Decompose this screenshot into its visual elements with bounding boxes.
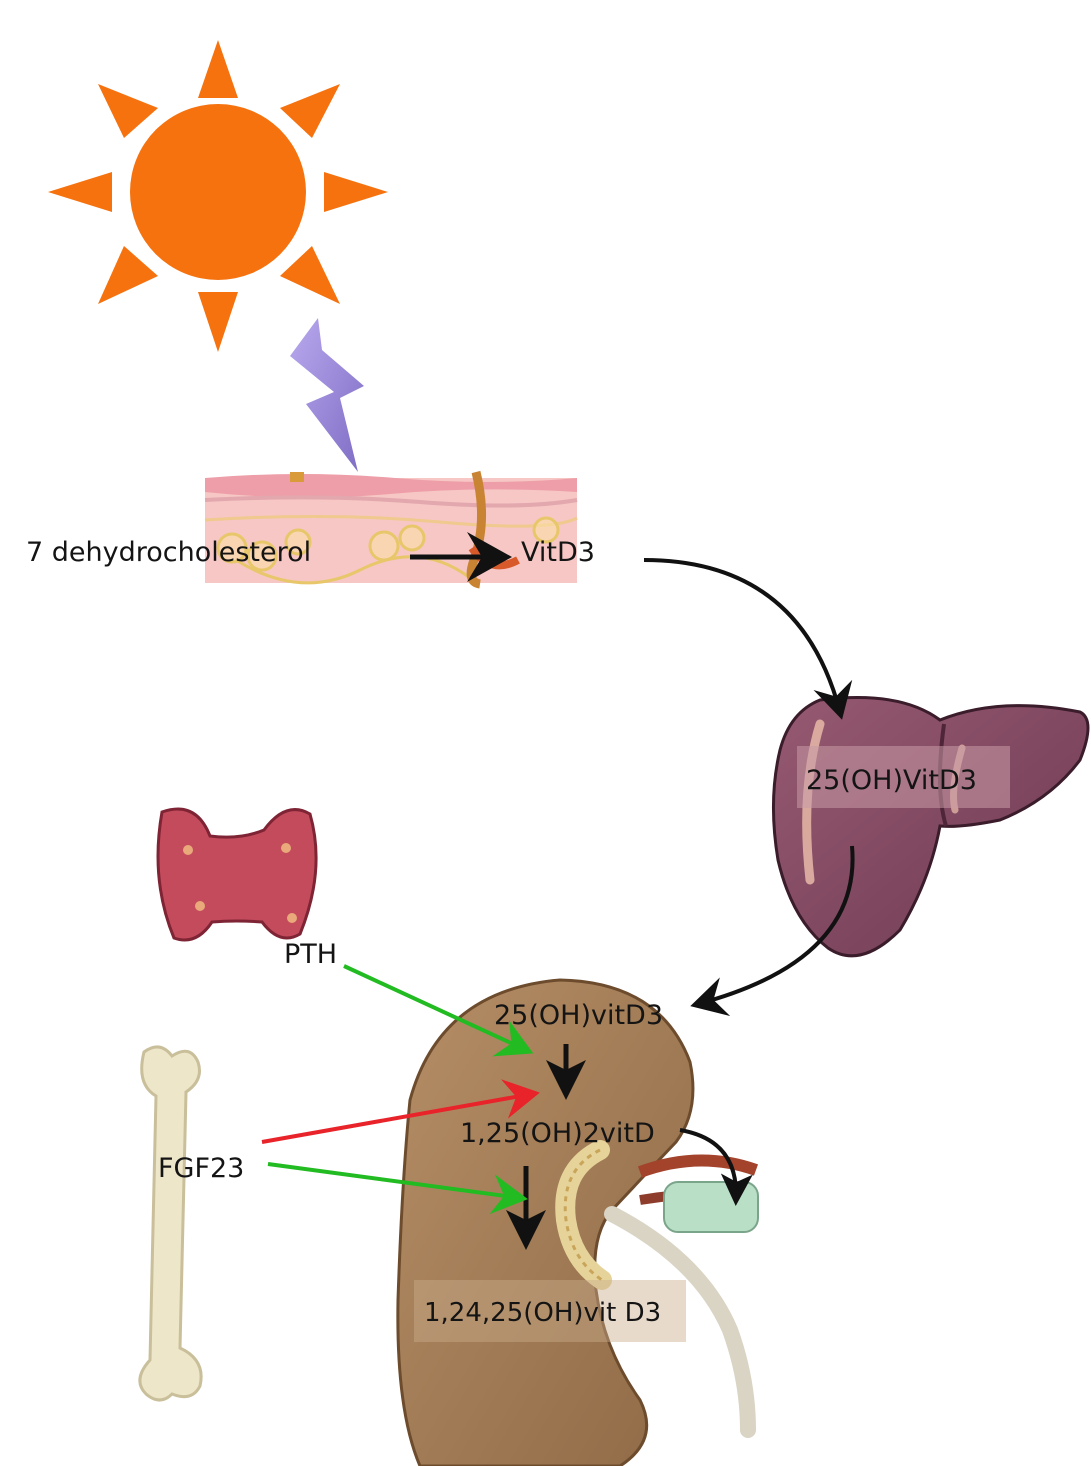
parathyroid-hormone-label: PTH: [284, 939, 337, 970]
liver-product-label: 25(OH)VitD3: [806, 765, 977, 796]
bone-icon: [140, 1047, 201, 1400]
skin-product-label: VitD3: [521, 537, 595, 568]
uv-bolt-icon: [290, 318, 364, 472]
skin-to-liver-arrow: [644, 560, 840, 712]
kidney-input-label: 25(OH)vitD3: [494, 1000, 663, 1031]
kidney-active-label: 1,25(OH)2vitD: [460, 1118, 655, 1149]
parathyroid-icon: [158, 809, 316, 940]
kidney-inactive-label: 1,24,25(OH)vit D3: [424, 1298, 661, 1328]
kidney-icon: [398, 980, 758, 1466]
precursor-label: 7 dehydrocholesterol: [26, 537, 311, 568]
bone-hormone-label: FGF23: [158, 1153, 244, 1184]
liver-icon: [773, 698, 1088, 956]
sun-icon: [48, 40, 388, 352]
